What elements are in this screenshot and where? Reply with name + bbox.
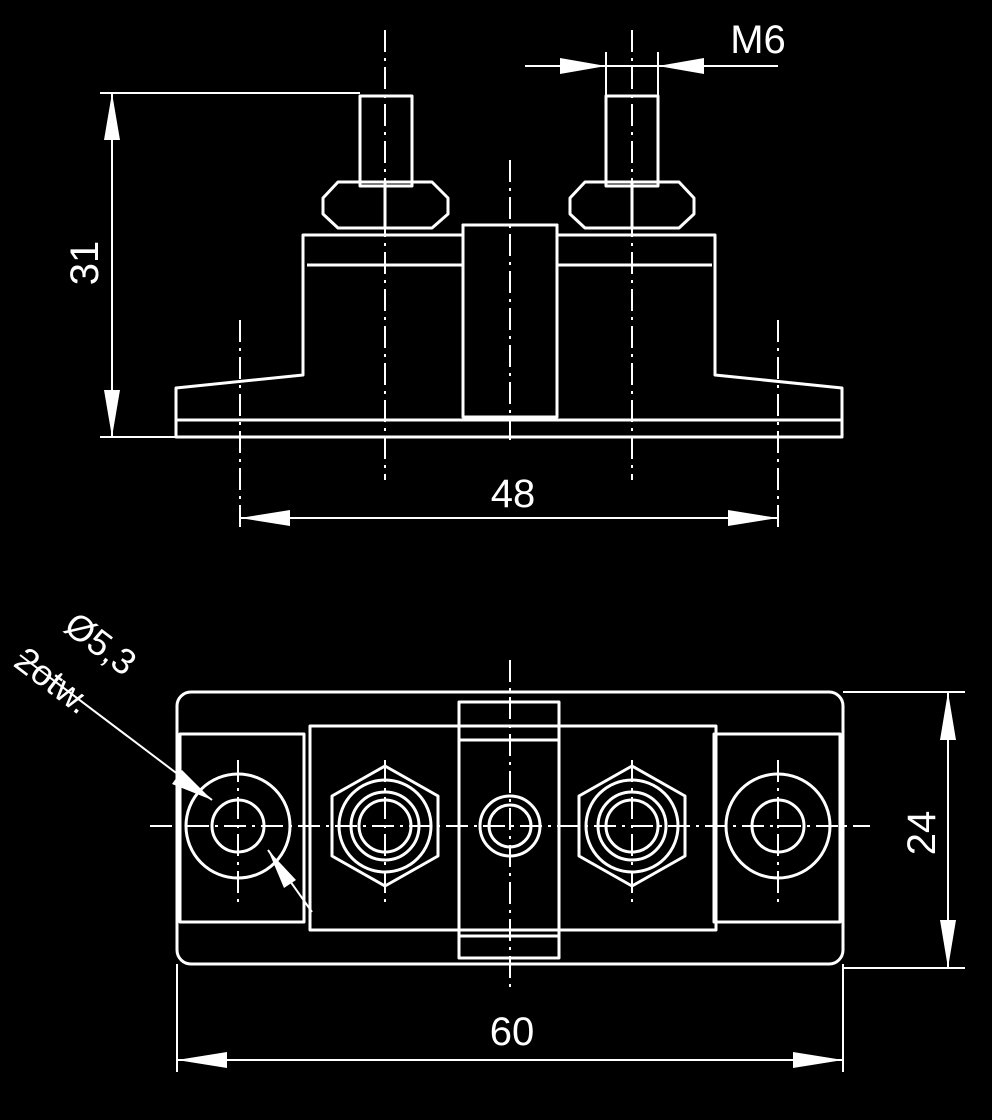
dim-spacing-label: 48 — [491, 472, 536, 516]
middle-hole-inner — [487, 803, 533, 849]
arrow-width-down — [940, 920, 956, 968]
arrow-up — [104, 93, 120, 140]
top-left-flange — [178, 732, 306, 924]
arrow-thread-right — [658, 58, 704, 74]
arrow-length-right — [793, 1052, 843, 1068]
middle-insulator — [461, 223, 559, 419]
dim-thread-label: M6 — [730, 18, 786, 62]
top-right-flange — [712, 732, 842, 924]
hole-leader-arrow-second — [268, 850, 296, 888]
right-nut-outer — [596, 790, 668, 862]
top-contact-block — [308, 724, 718, 932]
left-nut — [321, 180, 450, 230]
terminal-body — [174, 223, 844, 439]
left-hex-nut — [330, 764, 440, 888]
hole-leader-arrow — [172, 770, 212, 800]
left-mount-hole — [210, 798, 266, 854]
left-nut-washer — [337, 778, 433, 874]
right-nut-washer — [584, 778, 680, 874]
top-view: Ø5,3 2otw. 24 60 — [7, 604, 965, 1072]
arrow-spacing-left — [240, 510, 290, 526]
arrow-spacing-right — [728, 510, 778, 526]
right-mount-washer — [724, 772, 832, 880]
left-nut-inner — [357, 798, 413, 854]
right-mount-hole — [750, 798, 806, 854]
right-nut-inner — [604, 798, 660, 854]
middle-hole-outer — [478, 794, 542, 858]
left-mount-washer — [184, 772, 292, 880]
left-nut-outer — [349, 790, 421, 862]
arrow-length-left — [177, 1052, 227, 1068]
arrow-width-up — [940, 692, 956, 740]
side-view: 31 M6 48 — [63, 18, 844, 530]
arrow-thread-left — [560, 58, 606, 74]
dim-height-label: 31 — [63, 241, 107, 286]
dim-width-label: 24 — [900, 811, 944, 856]
right-nut — [568, 180, 696, 230]
right-hex-nut — [577, 764, 687, 888]
arrow-down — [104, 390, 120, 437]
dim-length-label: 60 — [490, 1010, 535, 1054]
